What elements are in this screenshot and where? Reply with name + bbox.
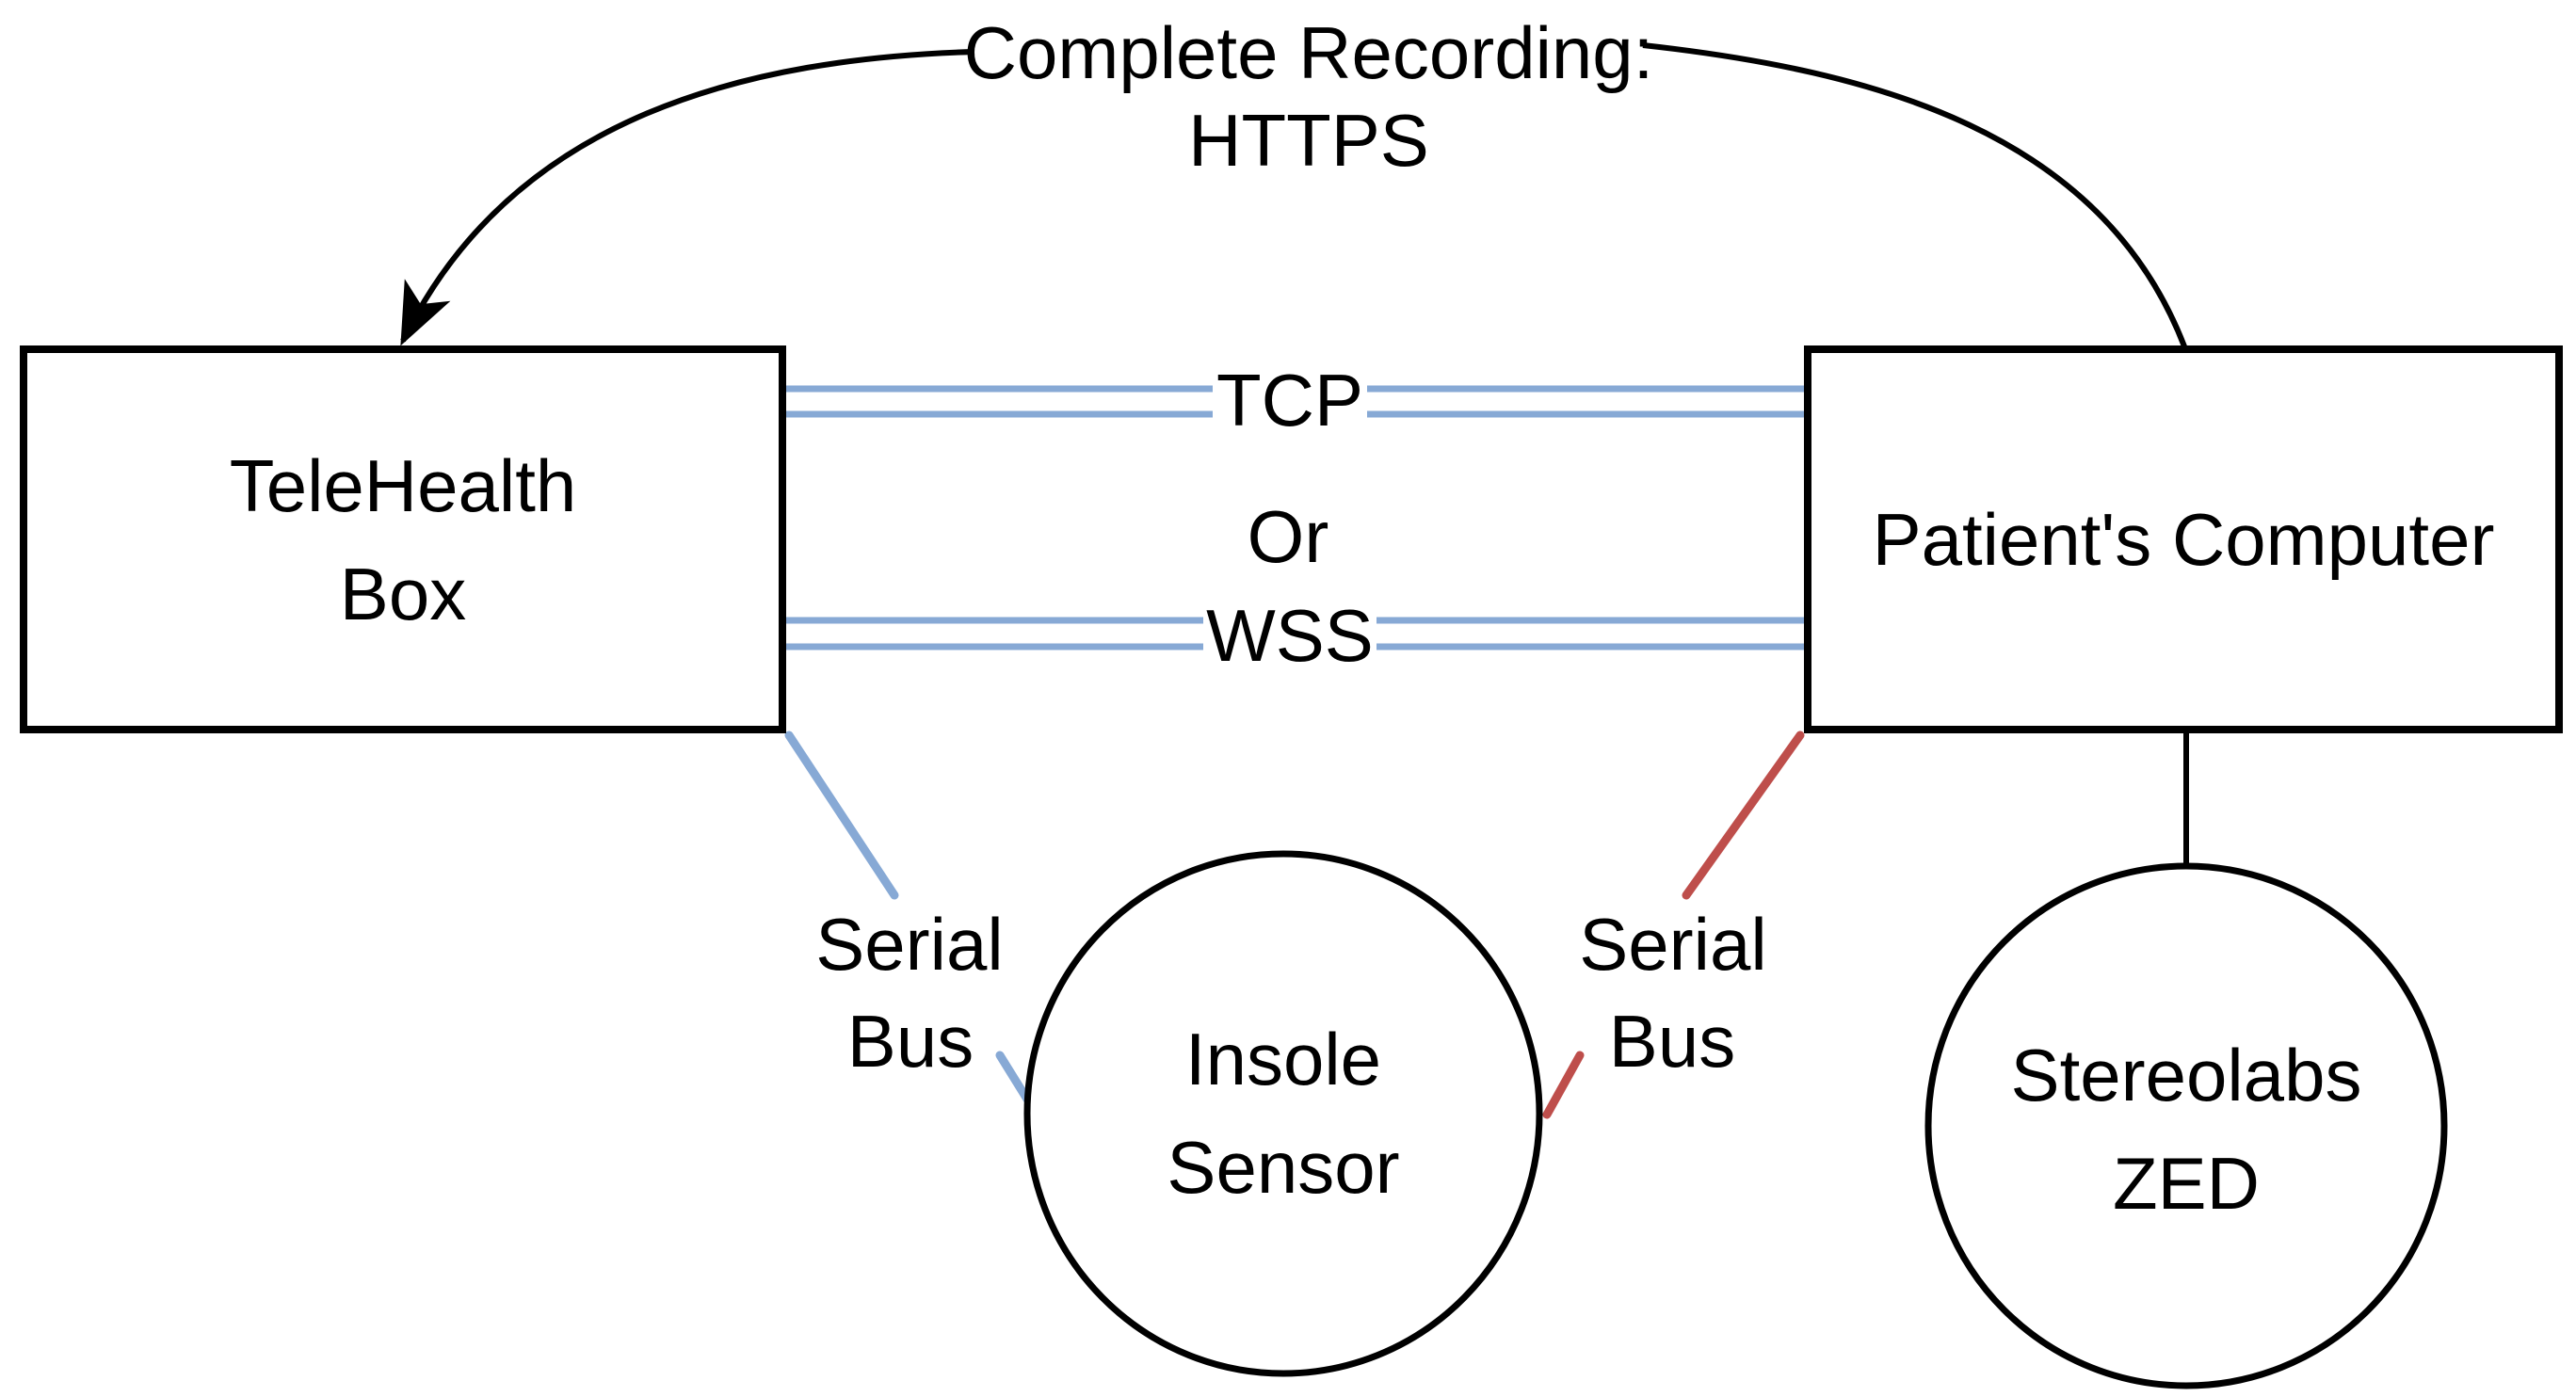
recording-arc-left-segment-with-arrow-icon <box>400 49 975 346</box>
complete-recording-label-line1: Complete Recording: <box>964 11 1654 94</box>
telehealth-box <box>20 345 786 733</box>
serial-bus-left-label-line2: Bus <box>847 1000 974 1083</box>
serial-bus-right-connection <box>1542 731 1805 1119</box>
stereolabs-zed-label-line2: ZED <box>2113 1142 2260 1225</box>
complete-recording-label-line2: HTTPS <box>1188 99 1429 182</box>
stereolabs-zed-label-line1: Stereolabs <box>2011 1034 2362 1116</box>
serial-bus-left-segment-upper <box>784 731 899 900</box>
insole-sensor-label-line1: Insole <box>1185 1018 1381 1100</box>
telehealth-box-label-line2: Box <box>340 553 466 635</box>
telehealth-box-label-line1: TeleHealth <box>230 444 577 527</box>
serial-bus-right-segment-upper <box>1682 731 1805 900</box>
patient-computer-box-label: Patient's Computer <box>1873 498 2495 581</box>
complete-recording-arc <box>400 42 2187 348</box>
stereolabs-zed-circle <box>1924 862 2448 1389</box>
patient-computer-box <box>1804 345 2563 733</box>
serial-bus-left-label-line1: Serial <box>815 903 1003 986</box>
or-label: Or <box>1248 495 1329 578</box>
serial-bus-right-segment-lower <box>1542 1051 1585 1119</box>
wss-label: WSS <box>1206 594 1374 677</box>
insole-sensor-circle <box>1023 850 1543 1377</box>
insole-sensor-label-line2: Sensor <box>1167 1126 1399 1209</box>
serial-bus-right-label-line2: Bus <box>1609 1000 1735 1083</box>
tcp-label: TCP <box>1216 359 1363 442</box>
tcp-wss-connection <box>785 385 1806 650</box>
serial-bus-right-label-line1: Serial <box>1579 903 1766 986</box>
recording-arc-right-segment <box>1642 42 2187 348</box>
